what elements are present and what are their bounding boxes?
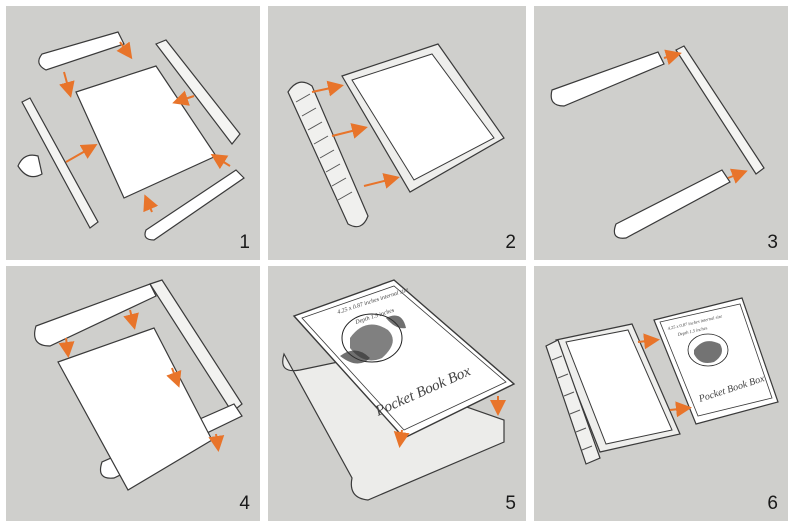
arrow (59, 71, 75, 98)
step-number: 3 (767, 232, 778, 253)
arrow (58, 337, 75, 358)
step-panel-2: 2 (268, 6, 526, 260)
step-1-illustration (17, 31, 245, 241)
step-number: 4 (239, 493, 250, 514)
arrow (116, 41, 133, 60)
arrow (143, 194, 159, 213)
arrow (363, 173, 400, 189)
flexible-spine (545, 339, 601, 465)
knob-piece (17, 154, 43, 178)
arrow (727, 168, 748, 184)
lid-plate (292, 279, 516, 439)
step-number: 1 (239, 232, 250, 253)
step-panel-5: 4.25 x 0.87 inches internal size Depth 1… (268, 266, 526, 521)
lid-depth: Depth 1.5 inches (676, 325, 708, 337)
step-number: 6 (767, 493, 778, 514)
side-panel-top (38, 31, 125, 71)
step-number: 2 (505, 232, 516, 253)
base-plate (57, 327, 213, 491)
arrow (208, 433, 225, 452)
arrow (669, 401, 692, 418)
step-4-illustration (34, 279, 243, 491)
step-number: 5 (505, 493, 516, 514)
arrow (663, 49, 682, 65)
tray-inner (351, 53, 495, 181)
back-panel (675, 45, 765, 175)
frame-upper-side (34, 283, 157, 347)
side-panel-bottom (144, 169, 245, 241)
flexible-spine (287, 81, 369, 228)
arrow (393, 429, 410, 448)
step-panel-1: 1 (6, 6, 260, 260)
step-panel-4: 4 (6, 266, 260, 521)
step-2-illustration (287, 43, 505, 228)
side-panel-left (21, 97, 99, 229)
side-panel-right (155, 39, 241, 145)
step-6-illustration: 4.25 x 0.87 inches internal size Depth 1… (545, 297, 779, 465)
lid-artwork (340, 313, 406, 364)
arrow (637, 333, 660, 350)
arrow (172, 90, 195, 106)
arrow (311, 80, 344, 97)
side-panel-lower (613, 169, 731, 239)
arrow (166, 367, 182, 388)
arrow (123, 309, 139, 330)
step-3-illustration (550, 45, 765, 239)
arrow (331, 123, 368, 139)
lid-border (659, 303, 773, 417)
step-panel-6: 4.25 x 0.87 inches internal size Depth 1… (534, 266, 788, 521)
tray-inner (565, 329, 673, 445)
lid-artwork (687, 333, 729, 367)
lid-border (301, 285, 507, 431)
arrow (210, 153, 231, 170)
step-panel-3: 3 (534, 6, 788, 260)
arrow (65, 144, 98, 163)
frame-back (149, 279, 243, 413)
side-panel-upper (550, 51, 665, 107)
step-5-illustration: 4.25 x 0.87 inches internal size Depth 1… (282, 279, 516, 501)
